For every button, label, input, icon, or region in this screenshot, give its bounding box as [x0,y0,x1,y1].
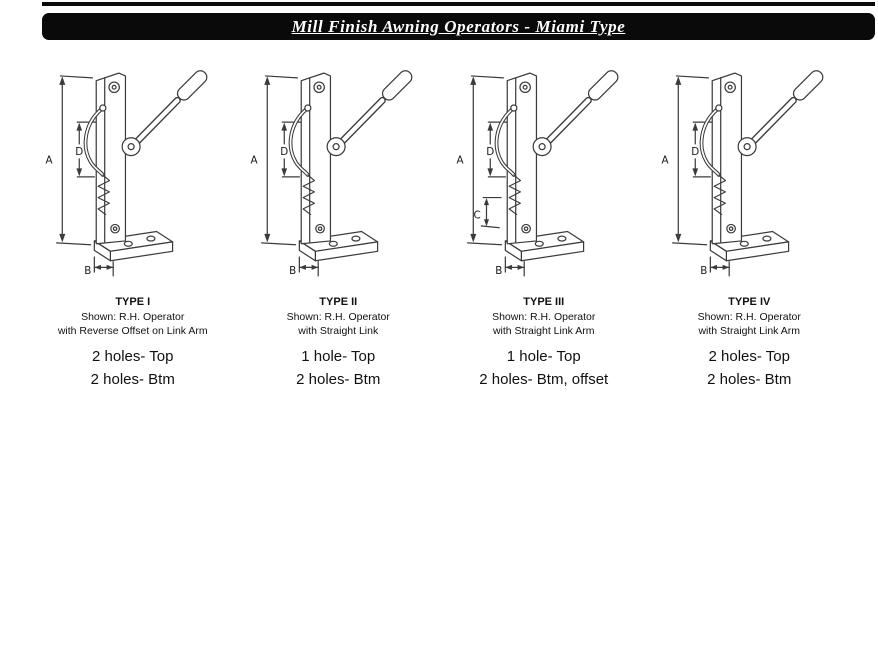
holes-btm: 2 holes- Btm [296,370,381,388]
dim-label-b: B [700,265,707,277]
holes-btm: 2 holes- Btm, offset [479,370,609,388]
awning-operator-drawing-type-iv: A D B [662,56,848,292]
dim-label-b: B [289,265,296,277]
holes-top: 1 hole- Top [301,348,376,366]
type-label: TYPE IV [728,296,771,308]
holes-group: 1 hole- Top 2 holes- Btm [236,346,442,391]
link-desc: with Straight Link Arm [698,325,801,338]
holes-group: 2 holes- Top 2 holes- Btm [647,346,853,391]
operator-column-type-iii: A D C B TYPE III Shown: R.H. Operator wi… [441,56,647,391]
dim-label-d: D [692,146,700,158]
dim-label-a: A [45,155,52,167]
dim-label-a: A [662,155,669,167]
awning-operator-drawing-type-i: A D B [45,56,232,292]
shown-text: Shown: R.H. Operator [492,311,596,323]
holes-btm: 2 holes- Btm [707,370,792,388]
top-rule [42,2,875,6]
link-desc: with Reverse Offset on Link Arm [57,325,208,338]
type-label: TYPE III [523,296,565,308]
holes-group: 2 holes- Top 2 holes- Btm [30,346,236,391]
type-label: TYPE I [115,296,151,308]
dim-label-c: C [473,209,480,221]
awning-operator-drawing-type-iii: A D C B [456,56,643,292]
shown-text: Shown: R.H. Operator [81,311,185,323]
operator-column-type-ii: A D B TYPE II Shown: R.H. Operator with … [236,56,442,391]
page-title: Mill Finish Awning Operators - Miami Typ… [291,16,626,36]
holes-top: 2 holes- Top [92,348,174,366]
holes-top: 2 holes- Top [708,348,790,366]
dim-label-a: A [251,155,258,167]
holes-top: 1 hole- Top [506,348,581,366]
shown-text: Shown: R.H. Operator [286,311,390,323]
operator-columns: A D B TYPE I Shown: R.H. Operator with R… [30,56,852,391]
operator-column-type-iv: A D B TYPE IV Shown: R.H. Operator with … [647,56,853,391]
caption: TYPE I Shown: R.H. Operator with Reverse… [30,296,236,391]
dim-label-d: D [486,146,494,158]
dim-label-d: D [75,146,83,158]
caption: TYPE IV Shown: R.H. Operator with Straig… [647,296,853,391]
title-bar: Mill Finish Awning Operators - Miami Typ… [42,13,875,40]
awning-operator-drawing-type-ii: A D B [251,56,437,292]
dim-c-lines [480,196,502,229]
type-label: TYPE II [319,296,358,308]
operator-column-type-i: A D B TYPE I Shown: R.H. Operator with R… [30,56,236,391]
holes-btm: 2 holes- Btm [90,370,175,388]
dim-label-d: D [281,146,289,158]
caption: TYPE III Shown: R.H. Operator with Strai… [441,296,647,391]
dim-label-b: B [84,265,91,277]
link-desc: with Straight Link Arm [492,325,595,338]
dim-label-a: A [456,155,463,167]
link-desc: with Straight Link [298,325,379,338]
caption: TYPE II Shown: R.H. Operator with Straig… [236,296,442,391]
shown-text: Shown: R.H. Operator [697,311,801,323]
dim-label-b: B [495,265,502,277]
holes-group: 1 hole- Top 2 holes- Btm, offset [441,346,647,391]
